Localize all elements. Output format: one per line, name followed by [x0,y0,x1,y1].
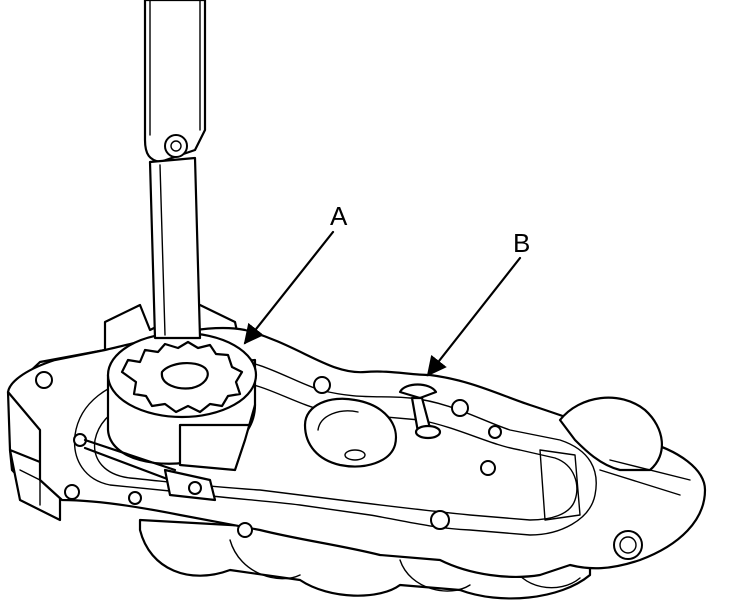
callout-label-a: A [330,201,348,231]
relief-valve-slot [398,383,442,440]
leader-line-b [426,256,522,377]
callout-label-b: B [513,228,530,258]
leader-line-a [243,230,335,345]
mount-hole-right-lug [613,530,643,560]
pry-tool [143,0,207,340]
inner-rotor [160,362,209,390]
outer-rotor [106,331,258,419]
linkage-rod [83,438,217,502]
callout-leaders [243,230,522,377]
pump-bore [303,397,398,468]
